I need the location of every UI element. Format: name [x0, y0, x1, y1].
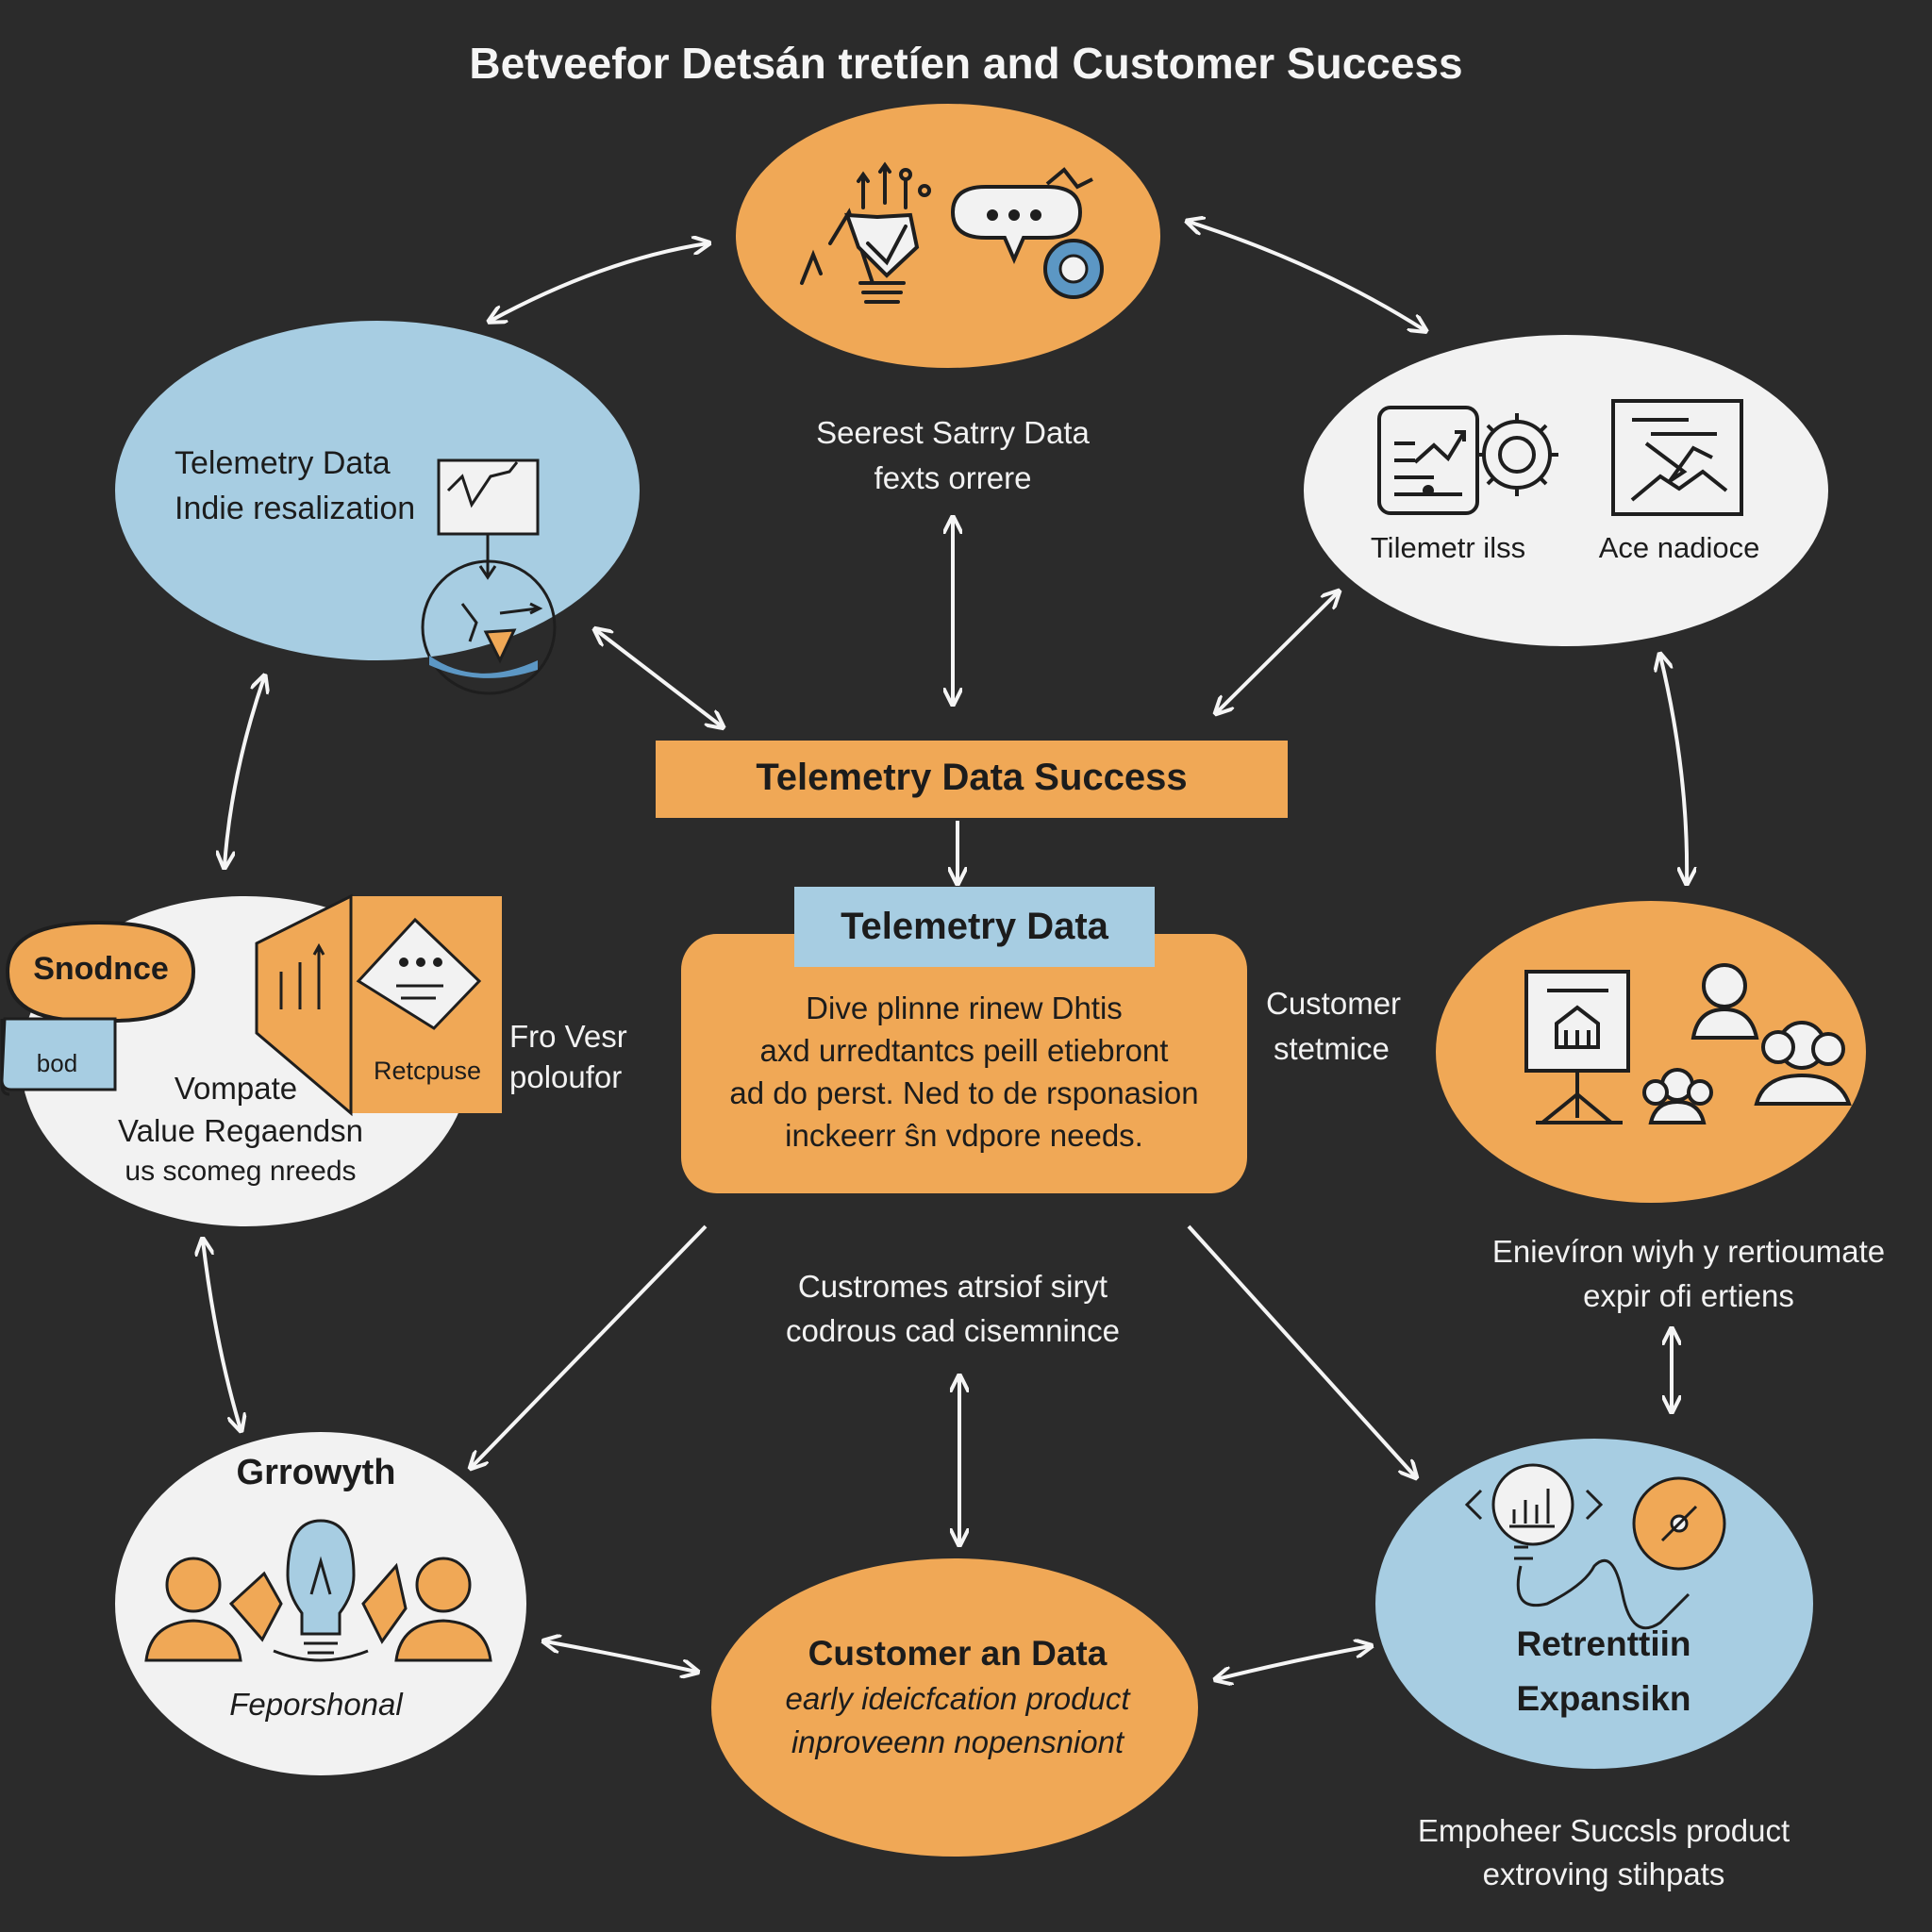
growth-subtitle: Feporshonal [229, 1687, 403, 1722]
arrow-topleft-to-center [596, 630, 722, 726]
growth-people-icon [144, 1557, 492, 1662]
presentation-easel-icon [1524, 970, 1630, 1124]
arrow-left-vertical-upper [225, 677, 264, 866]
center-text-line4: inckeerr ŝn vdpore needs. [785, 1118, 1143, 1153]
center-sub-banner-label: Telemetry Data [841, 906, 1108, 947]
arrow-growth-to-bottom [545, 1641, 696, 1672]
bottom-center-line2: inproveenn nopensniont [791, 1724, 1124, 1759]
settings-gear-icon [1475, 413, 1558, 496]
bottom-center-line1: early ideicfcation product [785, 1681, 1130, 1716]
tag-box [0, 1017, 117, 1096]
center-card [681, 934, 1247, 1193]
bottom-caption-line2: codrous cad cisemnince [785, 1313, 1120, 1348]
right-side-caption-line2: stetmice [1274, 1031, 1390, 1066]
right-caption-line2: expir ofi ertiens [1583, 1278, 1794, 1313]
bottom-center-node-ellipse [711, 1558, 1198, 1857]
center-banner [656, 741, 1288, 818]
center-text-line3: ad do perst. Ned to de rsponasion [729, 1075, 1199, 1110]
arrow-right-vertical-upper [1660, 656, 1687, 882]
center-text-line1: Dive plinne rinew Dhtis [806, 991, 1123, 1025]
gear-icon [1043, 239, 1104, 299]
arrow-bottom-to-retention [1217, 1646, 1370, 1679]
response-card-label: Retcpuse [373, 1057, 482, 1085]
lightbulb-chart-icon [800, 161, 931, 304]
center-text-line2: axd urredtantcs peill etiebront [759, 1033, 1169, 1068]
arrow-center-to-growth [472, 1224, 708, 1467]
bottom-right-caption-line2: extroving stihpats [1482, 1857, 1725, 1891]
growth-title: Grrowyth [236, 1453, 396, 1492]
chart-card-icon [437, 458, 540, 580]
retention-node-ellipse [1375, 1439, 1813, 1769]
globe-icon [421, 559, 557, 695]
left-side-caption-line1: Fro Vesr [509, 1019, 627, 1054]
top-node-ellipse [736, 104, 1160, 368]
center-sub-banner [794, 887, 1155, 967]
arrow-top-right [1189, 222, 1424, 330]
bottom-center-title: Customer an Data [808, 1634, 1108, 1673]
top-left-node-title: Telemetry Data [175, 445, 391, 481]
top-right-label-left: Tilemetr ilss [1370, 531, 1526, 564]
top-left-node-subtitle: Indie resalization [175, 491, 416, 526]
top-left-node-ellipse [115, 321, 640, 660]
left-speech-bubble [5, 920, 196, 1041]
arrow-topright-to-center [1217, 592, 1338, 712]
left-mid-line1: Vompate [174, 1071, 298, 1106]
bottom-right-caption-line1: Empoheer Succsls product [1417, 1813, 1790, 1848]
left-tag-label: bod [36, 1049, 78, 1077]
arrow-top-left [491, 243, 708, 321]
people-group-icon [1642, 963, 1852, 1124]
idea-lightbulb-icon [273, 1519, 369, 1662]
chart-circle-icon [1464, 1463, 1690, 1630]
left-mid-line3: us scomeg nreeds [125, 1156, 357, 1187]
left-mid-line2: Value Regaendsn [118, 1113, 363, 1148]
top-caption-line2: fexts orrere [874, 460, 1032, 495]
top-caption-line1: Seerest Satrry Data [816, 415, 1090, 450]
speech-bubble-icon [950, 167, 1093, 265]
framed-chart-icon [1611, 399, 1743, 516]
left-side-caption-line2: poloufor [509, 1059, 623, 1094]
center-banner-label: Telemetry Data Success [756, 757, 1188, 798]
top-right-label-right: Ace nadioce [1598, 531, 1760, 564]
bottom-caption-line1: Custromes atrsiof siryt [797, 1269, 1108, 1304]
retention-line1: Retrenttiin [1516, 1624, 1691, 1663]
right-caption-line1: Enievíron wiyh y rertioumate [1491, 1234, 1886, 1269]
top-right-node-ellipse [1304, 335, 1828, 646]
arrow-center-to-retention [1187, 1224, 1415, 1476]
diagram-title: Betveefor Detsán tretíen and Customer Su… [469, 39, 1463, 88]
response-card [255, 893, 502, 1117]
arrow-left-vertical-lower [203, 1241, 241, 1429]
target-circle-icon [1632, 1476, 1726, 1571]
left-bubble-label: Snodnce [33, 951, 169, 987]
right-side-caption-line1: Customer [1266, 986, 1402, 1021]
monitor-chart-icon [1377, 406, 1479, 515]
retention-line2: Expansikn [1516, 1679, 1691, 1718]
